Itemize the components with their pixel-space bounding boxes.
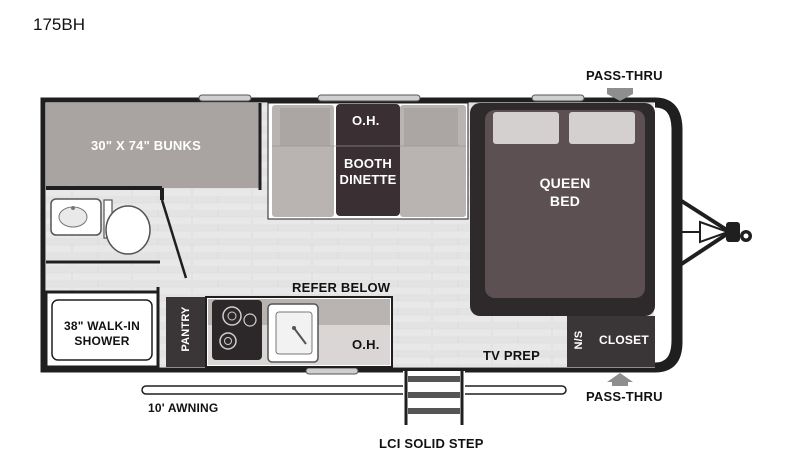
window-bottom — [305, 367, 359, 375]
pass-thru-bottom-label: PASS-THRU — [586, 389, 663, 404]
nightstand-label: N/S — [573, 330, 585, 350]
pass-thru-bottom-arrow — [607, 373, 633, 382]
window-top-left — [198, 94, 252, 102]
awning — [141, 385, 567, 395]
booth-table — [336, 104, 400, 216]
stove-icon — [212, 300, 262, 360]
awning-label: 10' AWNING — [148, 401, 219, 415]
closet-label: CLOSET — [599, 333, 649, 347]
toilet — [105, 205, 151, 255]
bunks-label: 30" X 74" BUNKS — [91, 138, 201, 153]
window-top-right — [531, 94, 585, 102]
booth-label-line2: DINETTE — [339, 172, 397, 187]
pantry — [166, 297, 206, 367]
mattress — [485, 110, 645, 298]
overhead-top-label: O.H. — [352, 113, 380, 128]
nightstand — [567, 316, 591, 367]
step-label: LCI SOLID STEP — [379, 436, 484, 451]
entry-step — [403, 371, 465, 425]
shower-label-line2: SHOWER — [74, 334, 130, 348]
model-title: 175BH — [33, 15, 85, 34]
booth-label-line1: BOOTH — [344, 156, 392, 171]
window-top-mid — [317, 94, 421, 102]
shower-label-line1: 38" WALK-IN — [64, 319, 140, 333]
pass-thru-top-arrow — [607, 88, 633, 101]
tv-prep-label: TV PREP — [483, 348, 541, 363]
overhead-galley-label: O.H. — [352, 337, 380, 352]
pantry-label: PANTRY — [180, 306, 192, 352]
bunks — [46, 103, 260, 188]
queen-bed-label-line1: QUEEN — [539, 175, 591, 191]
pillow-right — [569, 112, 635, 144]
pillow-left — [493, 112, 559, 144]
queen-bed-label-line2: BED — [549, 193, 581, 209]
refer-below-label: REFER BELOW — [292, 280, 391, 295]
pass-thru-top-label: PASS-THRU — [586, 68, 663, 83]
hitch-icon — [678, 198, 752, 267]
closet — [591, 316, 655, 367]
